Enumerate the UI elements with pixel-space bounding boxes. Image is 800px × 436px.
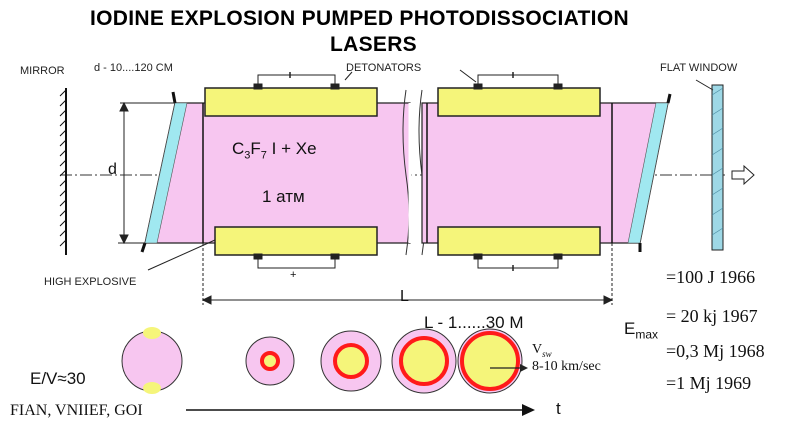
shock-stage-3	[391, 328, 457, 394]
detonator-circuit-bottom-right	[473, 253, 563, 271]
length-dimension	[201, 243, 614, 305]
flat-window	[711, 84, 724, 251]
length-symbol: L	[400, 288, 409, 305]
energy-record-1968: =0,3 Mj 1968	[666, 341, 765, 361]
diameter-symbol: d	[108, 161, 117, 178]
mirror-icon	[59, 88, 67, 255]
diagram-title-line-1: IODINE EXPLOSION PUMPED PHOTODISSOCIATIO…	[90, 7, 629, 30]
length-range-label: L - 1......30 M	[424, 313, 524, 332]
energy-record-1967: = 20 kj 1967	[666, 306, 758, 326]
gas-cell-right	[421, 102, 669, 244]
brewster-window-left	[144, 102, 188, 244]
shock-stage-2	[320, 330, 382, 392]
time-axis-label: t	[556, 399, 561, 418]
output-beam-arrow-icon	[731, 164, 755, 186]
detonator-circuit-bottom-left	[253, 253, 340, 269]
diagram-title-line-2: LASERS	[330, 33, 417, 56]
energy-record-1966: =100 J 1966	[666, 267, 756, 287]
detonator-polarity-left: +	[290, 269, 297, 281]
gas-cell-left	[144, 102, 411, 244]
shock-stage-4	[457, 328, 523, 394]
explosive-charge-bottom-right	[437, 226, 601, 256]
cross-section-initial	[121, 327, 183, 394]
diameter-range-label: d - 10....120 CM	[94, 62, 173, 74]
explosive-charge-top-right	[437, 87, 601, 117]
gas-pressure-label: 1 атм	[262, 187, 305, 206]
energy-max-label: Emax	[624, 319, 659, 342]
energy-record-1969: =1 Mj 1969	[666, 373, 752, 393]
explosive-charge-bottom-left	[214, 226, 378, 256]
high-explosive-label: HIGH EXPLOSIVE	[44, 276, 137, 288]
shock-velocity-symbol: Vsw	[532, 342, 552, 359]
explosive-charge-top-left	[204, 87, 378, 117]
flat-window-label: FLAT WINDOW	[660, 62, 738, 74]
institutes-label: FIAN, VNIIEF, GOI	[10, 402, 143, 419]
diameter-dimension	[118, 101, 175, 245]
detonator-circuit-top-right	[473, 72, 563, 90]
energy-ratio-label: E/V≈30	[30, 369, 86, 388]
time-axis-arrow-icon	[522, 404, 535, 416]
shock-velocity-value: 8-10 km/sec	[532, 359, 601, 374]
detonators-label: DETONATORS	[346, 62, 422, 74]
mirror-label: MIRROR	[20, 65, 65, 77]
gas-mixture-label: C3F7 I + Xe	[232, 139, 317, 162]
detonator-circuit-top-left	[253, 72, 340, 90]
shock-stage-1	[245, 336, 295, 386]
